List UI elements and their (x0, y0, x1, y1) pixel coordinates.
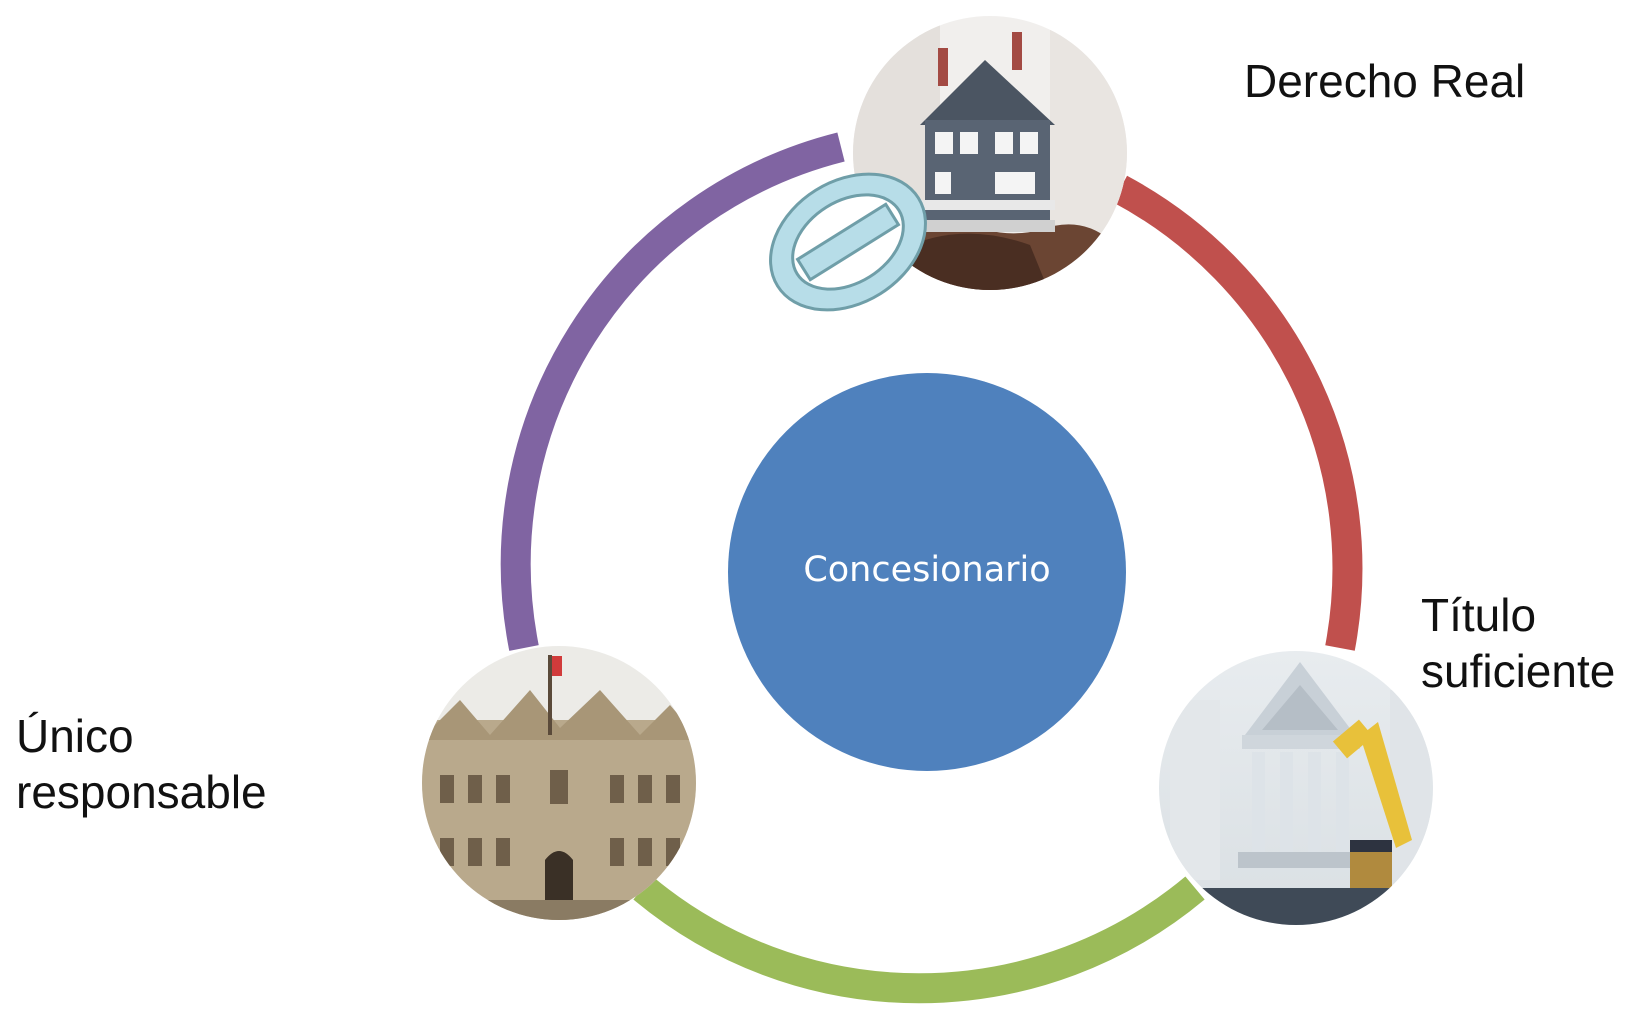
prohibited-icon (769, 172, 927, 312)
government-palace-image (422, 646, 696, 920)
label-unico-responsable-line-2: responsable (16, 766, 267, 818)
center-circle (728, 373, 1126, 771)
arc-red (1112, 175, 1363, 651)
center-label: Concesionario (803, 550, 1051, 590)
label-derecho-real: Derecho Real (1244, 53, 1525, 109)
label-derecho-real-line-1: Derecho Real (1244, 55, 1526, 107)
label-titulo-suficiente-line-1: Título (1421, 589, 1537, 641)
label-titulo-suficiente: Título suficiente (1421, 587, 1615, 699)
label-titulo-suficiente-line-2: suficiente (1421, 645, 1616, 697)
arc-green (633, 876, 1205, 1004)
courthouse-gavel-image (1159, 651, 1433, 925)
arc-purple (500, 132, 845, 651)
label-unico-responsable: Único responsable (16, 708, 267, 820)
label-unico-responsable-line-1: Único (16, 710, 134, 762)
